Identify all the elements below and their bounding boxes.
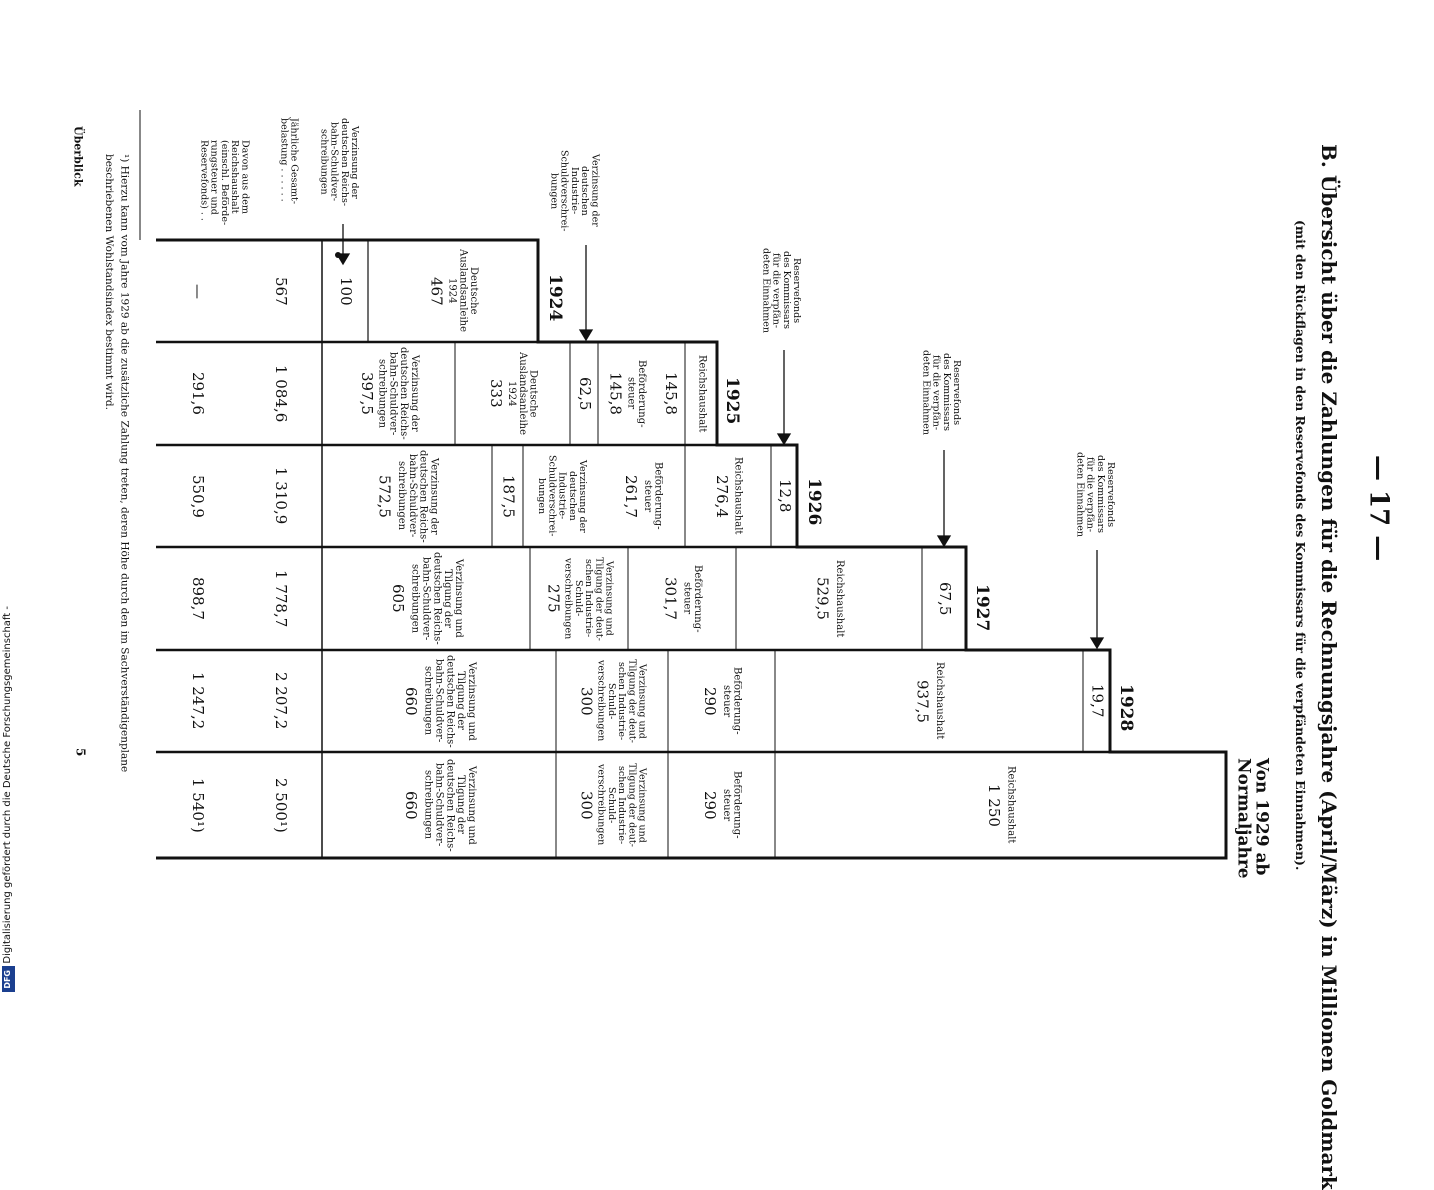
year-1927: 1927 xyxy=(971,584,992,632)
cell-1926-steuer-value: 261,7 xyxy=(622,474,641,518)
cell-1928-steuer-value: 290 xyxy=(701,686,720,716)
cell-1929-haushalt-value: 1 250 xyxy=(985,783,1004,827)
page-title: B. Übersicht über die Zahlungen für die … xyxy=(1317,144,1341,1190)
page-number: — 17 — xyxy=(1363,455,1394,562)
cell-1926-haushalt-label: Reichshaushalt xyxy=(732,457,744,535)
cell-1926-reserve: 12,8 xyxy=(775,479,794,513)
cell-1925-reserve: 62,5 xyxy=(575,376,594,411)
cell-1928-rail-value: 660 xyxy=(401,686,420,716)
cell-1929-budget: 1 540¹) xyxy=(188,777,207,833)
cell-1929-steuer-value: 290 xyxy=(701,790,720,820)
cell-1924-loan-value: 467 xyxy=(427,276,446,306)
cell-1925-loan-label: Deutsche Auslandsanleihe 1924 xyxy=(505,351,539,435)
cell-1926-industry-label: Verzinsung der deutschen Industrie- Schu… xyxy=(536,455,589,537)
cell-1925-haushalt-label: Reichshaushalt xyxy=(696,354,708,433)
dfg-credit: Digitalisierung gefördert durch die Deut… xyxy=(2,606,13,964)
cell-1927-industry-value: 275 xyxy=(544,584,563,613)
cell-1926-steuer-label: Beförderung- steuer xyxy=(641,462,664,530)
cell-1925-budget: 291,6 xyxy=(188,372,207,415)
cell-1927-rail-label: Verzinsung und Tilgung der deutschen Rei… xyxy=(409,552,464,645)
cell-1928-reserve: 19,7 xyxy=(1088,684,1107,718)
cell-1929-industry-value: 300 xyxy=(577,790,596,820)
cell-1925-steuer-label: Beförderung- steuer xyxy=(625,359,648,428)
rail-label-1924: Verzinsung der deutschen Reichs- bahn-Sc… xyxy=(318,118,360,207)
cell-1926-rail-value: 572,5 xyxy=(375,474,394,518)
industry-label-1924: Verzinsung der deutschen Industrie- Schu… xyxy=(548,150,601,232)
cell-1928-industry-value: 300 xyxy=(577,686,596,716)
cell-1926-industry-value: 187,5 xyxy=(499,474,518,518)
year-normal: Von 1929 ab Normaljahre xyxy=(1233,758,1272,879)
cell-1924-total: 567 xyxy=(271,276,290,306)
cell-1929-total: 2 500¹) xyxy=(271,777,290,833)
cell-1924-reserve: 100 xyxy=(336,276,355,306)
cell-1929-industry-label: Verzinsung und Tilgung der deut- schen I… xyxy=(595,763,648,847)
cell-1927-steuer-value: 301,7 xyxy=(661,577,680,620)
cell-1929-steuer-label: Beförderung- steuer xyxy=(720,771,743,839)
table-grid xyxy=(139,110,1228,860)
cell-1925-loan-value: 333 xyxy=(487,379,506,408)
cell-1925-rail-label: Verzinsung der deutschen Reichs- bahn-Sc… xyxy=(376,347,420,440)
cell-1927-industry-label: Verzinsung und Tilgung der deut- schen I… xyxy=(562,556,615,641)
cell-1926-rail-label: Verzinsung der deutschen Reichs- bahn-Sc… xyxy=(396,449,440,543)
cell-1924-loan-label: Deutsche Auslandsanleihe 1924 xyxy=(446,249,480,333)
cell-1927-budget: 898,7 xyxy=(188,577,207,620)
cell-1924-budget: — xyxy=(188,283,207,299)
cell-1927-rail-value: 605 xyxy=(388,584,407,613)
cell-1929-haushalt-label: Reichshaushalt xyxy=(1005,766,1017,844)
footer-page-number: 5 xyxy=(73,748,88,757)
cell-1929-rail-value: 660 xyxy=(401,790,420,820)
bullet-icon xyxy=(335,252,341,258)
cell-1925-rail-value: 397,5 xyxy=(357,372,376,415)
cell-1925-haushalt-value: 145,8 xyxy=(661,372,680,415)
year-1928: 1928 xyxy=(1115,684,1136,732)
cell-1928-haushalt-label: Reichshaushalt xyxy=(934,662,946,740)
reserve-label-1927: Reservefonds des Kommissars für die verp… xyxy=(1074,452,1116,538)
cell-1927-reserve: 67,5 xyxy=(935,581,954,616)
year-1926: 1926 xyxy=(803,478,824,526)
cell-1927-haushalt-value: 529,5 xyxy=(813,577,832,620)
footnote: ¹) Hierzu kann vom Jahre 1929 ab die zus… xyxy=(102,154,131,773)
cell-1925-total: 1 084,6 xyxy=(271,364,290,423)
cell-1926-haushalt-value: 276,4 xyxy=(713,474,732,518)
cell-1926-budget: 550,9 xyxy=(188,474,207,518)
cell-1928-haushalt-value: 937,5 xyxy=(913,679,932,723)
cell-1927-haushalt-label: Reichshaushalt xyxy=(834,559,846,638)
dfg-logo: DFG xyxy=(2,966,15,992)
cell-1928-steuer-label: Beförderung- steuer xyxy=(720,667,743,735)
staircase-outline xyxy=(156,238,1228,860)
cell-1927-steuer-label: Beförderung- steuer xyxy=(681,564,704,633)
cell-1928-industry-label: Verzinsung und Tilgung der deut- schen I… xyxy=(595,659,648,743)
cell-1928-rail-label: Verzinsung und Tilgung der deutschen Rei… xyxy=(422,654,477,748)
cell-1928-total: 2 207,2 xyxy=(271,672,290,730)
reserve-label-1925: Reservefonds des Kommissars für die verp… xyxy=(760,248,802,334)
cell-1926-total: 1 310,9 xyxy=(271,467,290,525)
footer-label: Überblick xyxy=(71,126,85,187)
page-subtitle: (mit den Rückflagen in den Reservefonds … xyxy=(1293,220,1309,871)
reserve-label-1926: Reservefonds des Kommissars für die verp… xyxy=(920,350,962,436)
row-label-budget: Davon aus dem Reichshaushalt (einschl. B… xyxy=(198,140,251,226)
cell-1928-budget: 1 247,2 xyxy=(188,672,207,730)
year-1924: 1924 xyxy=(544,274,565,322)
year-1925: 1925 xyxy=(721,377,742,425)
cell-1927-total: 1 778,7 xyxy=(271,569,290,628)
cell-1929-rail-label: Verzinsung und Tilgung der deutschen Rei… xyxy=(422,758,477,852)
row-label-total: Jährliche Gesamt- belastung . . . . . . xyxy=(278,118,300,205)
cell-1925-steuer-value: 145,8 xyxy=(606,372,625,415)
